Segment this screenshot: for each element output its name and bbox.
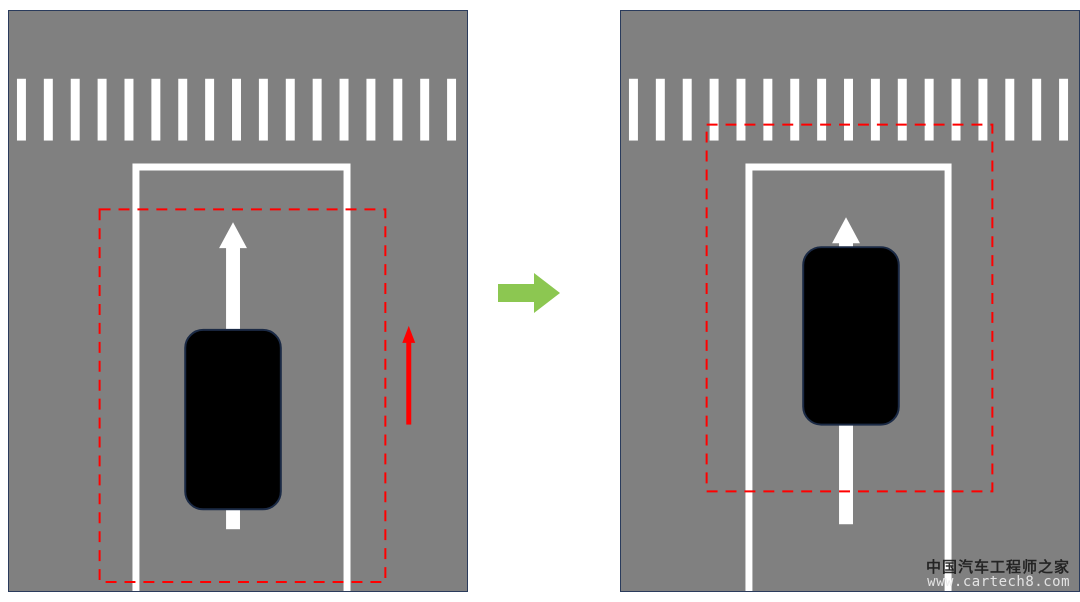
crosswalk-stripe — [70, 78, 80, 141]
crosswalk-stripe — [393, 78, 403, 141]
crosswalk-stripe — [43, 78, 53, 141]
panel-before-state — [8, 10, 468, 592]
parking-slot-outline — [132, 163, 351, 591]
crosswalk-stripe — [366, 78, 376, 141]
crosswalk-stripe — [312, 78, 322, 141]
vehicle — [184, 328, 282, 511]
crosswalk-stripe — [1032, 78, 1042, 141]
parking-slot-outline — [745, 163, 952, 591]
transition-arrow-shape — [498, 273, 560, 313]
crosswalk-stripe — [420, 78, 430, 141]
crosswalk-stripe — [951, 78, 961, 141]
heading-arrow-head — [832, 217, 860, 244]
crosswalk-stripe — [682, 78, 692, 141]
crosswalk-stripe — [628, 78, 638, 141]
crosswalk-stripe — [339, 78, 349, 141]
vehicle — [802, 246, 900, 426]
crosswalk-stripe — [870, 78, 880, 141]
crosswalk-stripe — [978, 78, 988, 141]
crosswalk-stripe — [817, 78, 827, 141]
crosswalk-stripe — [736, 78, 746, 141]
crosswalk — [16, 78, 457, 141]
motion-arrow-shaft — [406, 340, 412, 425]
motion-arrow-head — [402, 325, 416, 343]
detection-box — [98, 208, 387, 584]
panel-after-graphic — [621, 11, 1079, 591]
crosswalk-stripe — [763, 78, 773, 141]
crosswalk-stripe — [844, 78, 853, 141]
crosswalk-stripe — [16, 78, 26, 141]
crosswalk-stripe — [1059, 78, 1069, 141]
motion-direction-arrow — [402, 325, 416, 425]
crosswalk-stripe — [709, 78, 719, 141]
panel-before-graphic — [9, 11, 467, 591]
crosswalk-stripe — [924, 78, 934, 141]
crosswalk-stripe — [655, 78, 665, 141]
crosswalk-stripe — [97, 78, 107, 141]
panel-after-state — [620, 10, 1080, 592]
transition-arrow — [498, 273, 560, 313]
heading-arrow-head — [219, 222, 247, 249]
crosswalk-stripe — [897, 78, 907, 141]
crosswalk-stripe — [285, 78, 295, 141]
crosswalk-stripe — [205, 78, 215, 141]
detection-box — [705, 123, 994, 493]
crosswalk — [628, 78, 1069, 141]
crosswalk-stripe — [151, 78, 161, 141]
crosswalk-stripe — [447, 78, 457, 141]
crosswalk-stripe — [790, 78, 800, 141]
crosswalk-stripe — [124, 78, 134, 141]
crosswalk-stripe — [178, 78, 188, 141]
crosswalk-stripe — [1005, 78, 1015, 141]
crosswalk-stripe — [258, 78, 268, 141]
crosswalk-stripe — [232, 78, 241, 141]
